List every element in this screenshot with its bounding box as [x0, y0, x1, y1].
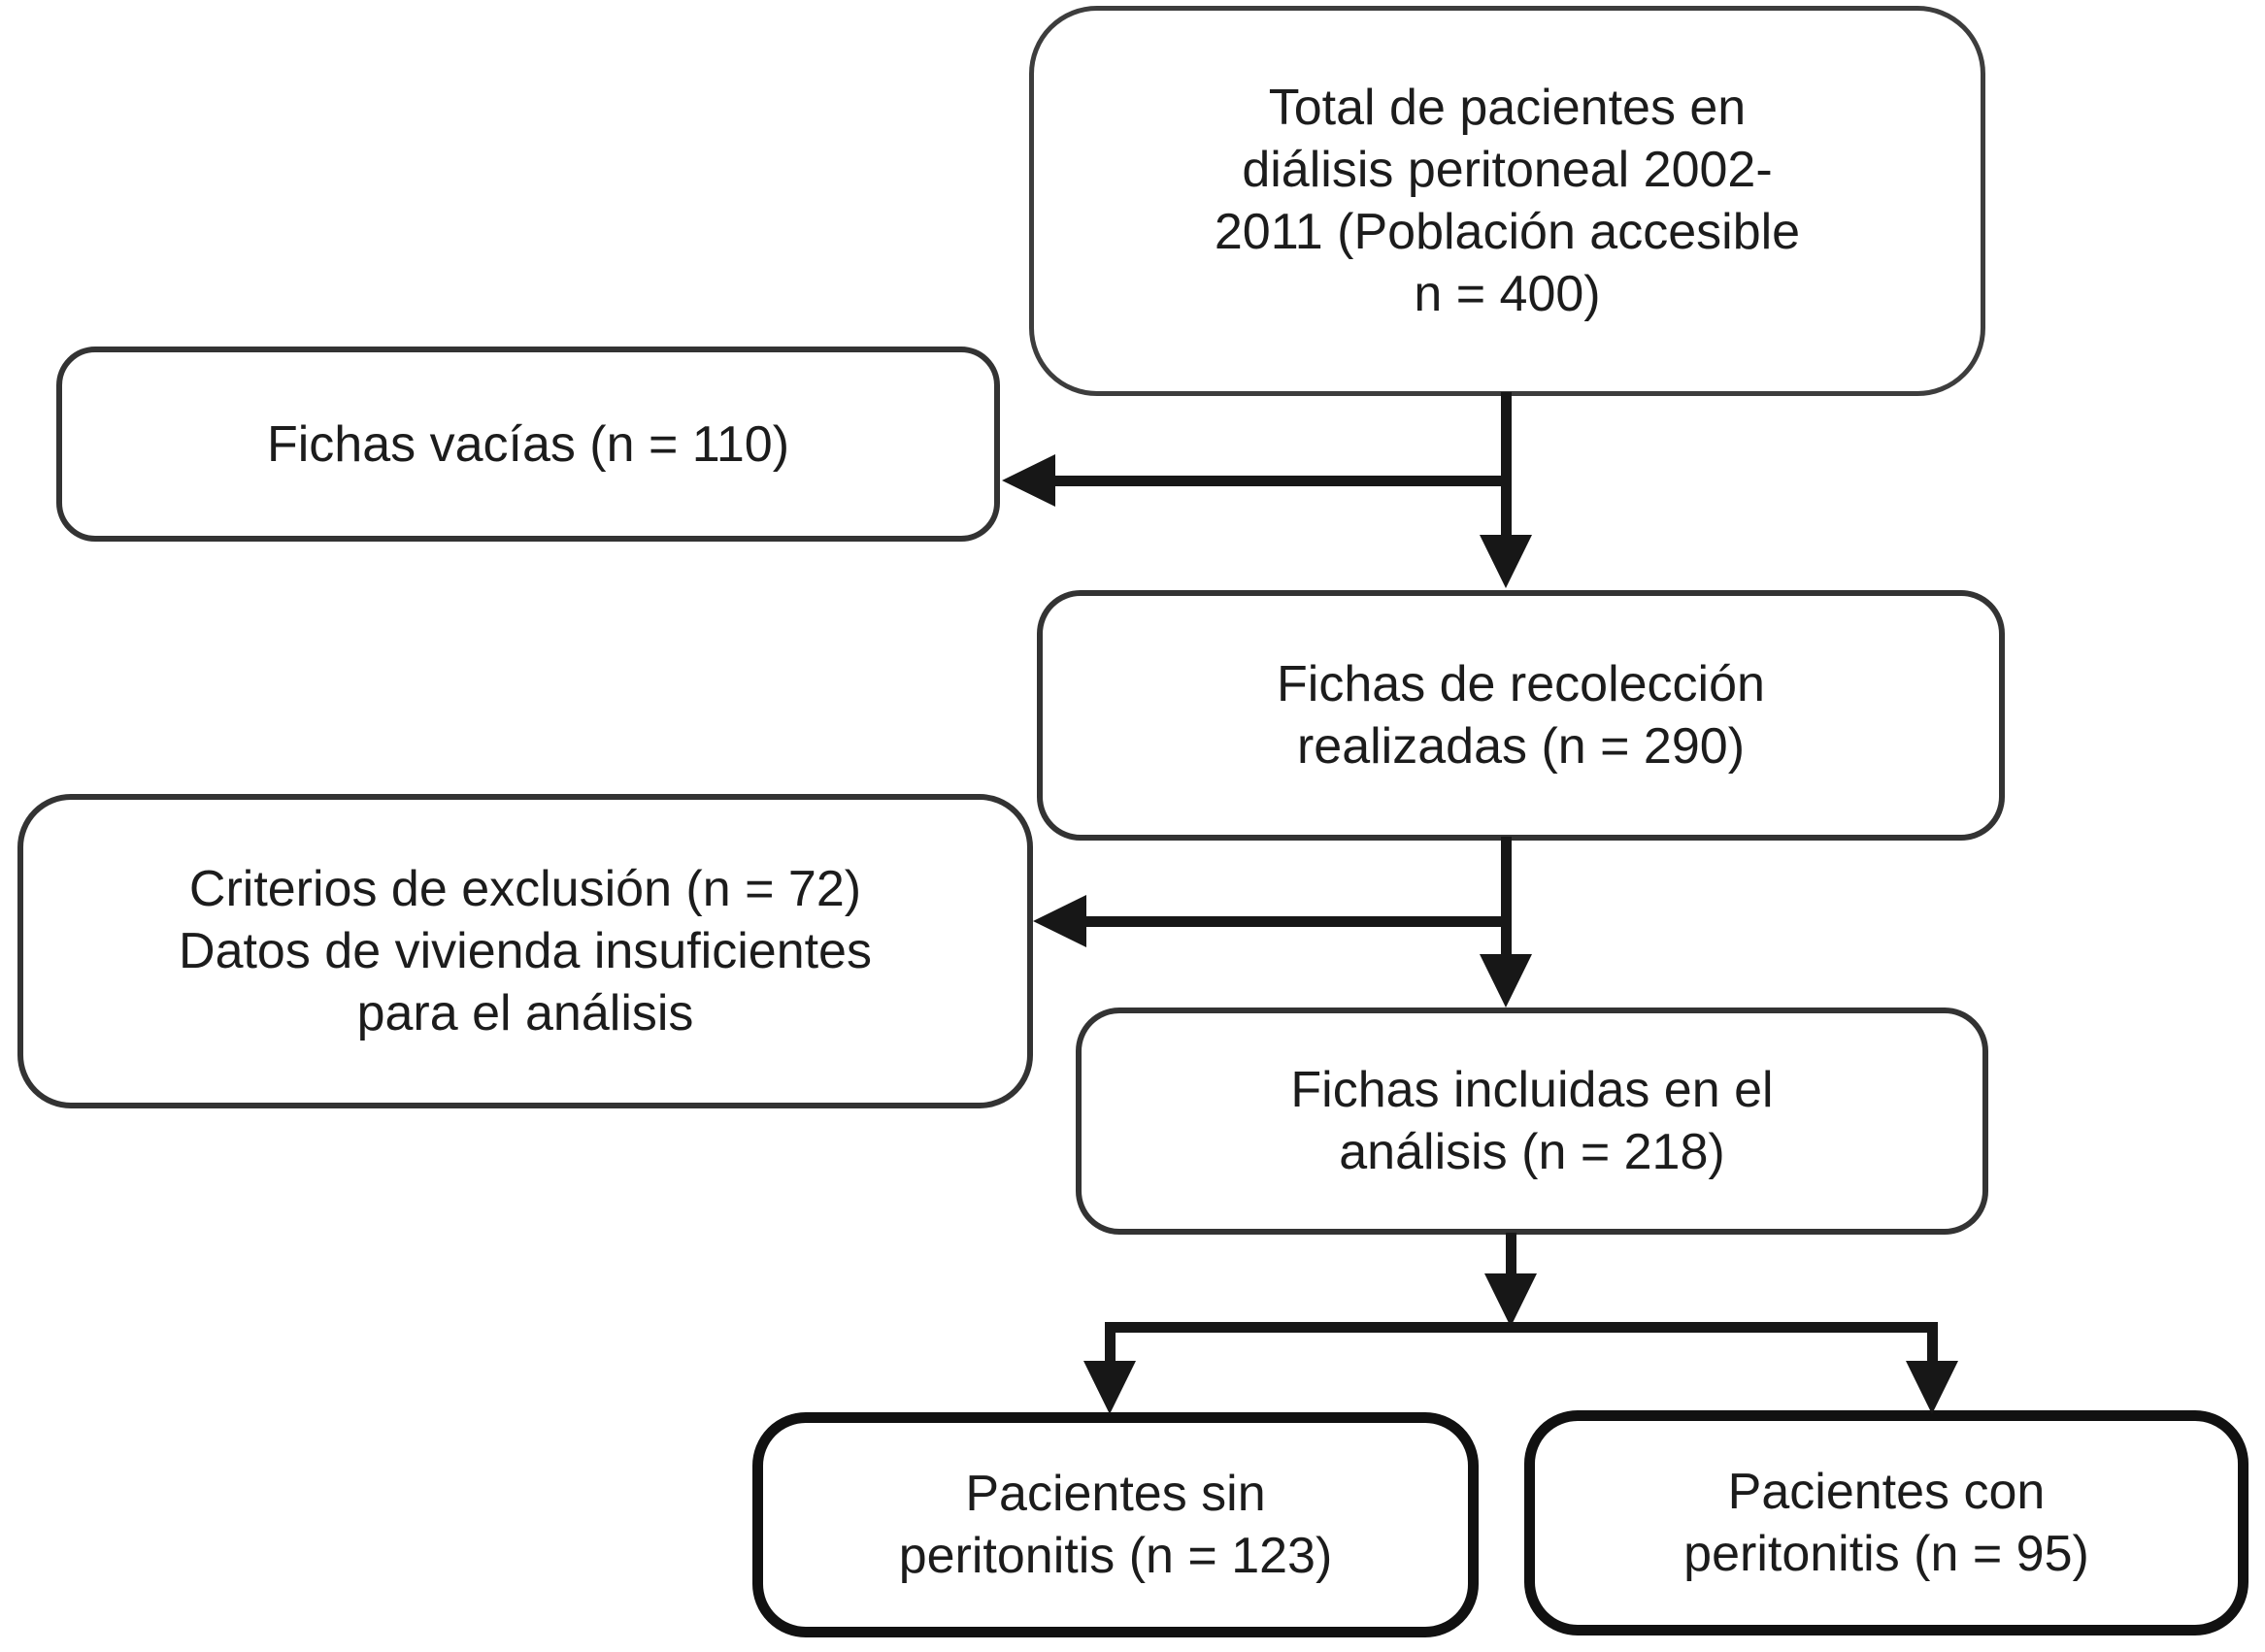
- flow-node-collection-forms: Fichas de recolección realizadas (n = 29…: [1037, 590, 2005, 841]
- arrow-incluidas-split-stem: [1506, 1233, 1516, 1277]
- flow-node-without-peritonitis: Pacientes sin peritonitis (n = 123): [752, 1412, 1479, 1637]
- node-text-line: para el análisis: [356, 985, 694, 1041]
- flow-node-empty-records: Fichas vacías (n = 110): [56, 347, 1000, 542]
- arrowhead-down-incluidas: [1480, 954, 1532, 1008]
- arrowhead-left-vacias: [1002, 454, 1055, 507]
- node-text-line: Fichas incluidas en el: [1290, 1062, 1774, 1118]
- arrow-split-to-con-shaft: [1927, 1322, 1938, 1365]
- node-text-line: Total de pacientes en: [1268, 80, 1747, 136]
- node-text-line: Datos de vivienda insuficientes: [179, 923, 872, 979]
- node-text-line: Fichas de recolección: [1277, 656, 1765, 712]
- arrowhead-down-recoleccion: [1480, 535, 1532, 588]
- node-text-line: Fichas vacías (n = 110): [266, 415, 790, 473]
- node-text-line: peritonitis (n = 123): [898, 1528, 1333, 1584]
- node-text-line: n = 400): [1414, 266, 1601, 322]
- node-text-line: 2011 (Población accesible: [1214, 204, 1801, 260]
- flow-node-with-peritonitis: Pacientes con peritonitis (n = 95): [1524, 1410, 2248, 1635]
- node-text-line: Pacientes con: [1727, 1464, 2046, 1520]
- arrow-branch-to-vacias-shaft: [1047, 476, 1512, 486]
- node-text-line: análisis (n = 218): [1339, 1124, 1725, 1180]
- arrowhead-down-split: [1484, 1273, 1537, 1327]
- node-text-line: Pacientes sin: [965, 1466, 1266, 1522]
- split-tbar: [1105, 1322, 1938, 1333]
- node-text-line: peritonitis (n = 95): [1683, 1526, 2089, 1582]
- arrow-total-to-recoleccion-shaft: [1501, 392, 1512, 538]
- arrow-recoleccion-to-incluidas-shaft: [1501, 837, 1512, 959]
- arrowhead-down-sin-peritonitis: [1083, 1361, 1136, 1414]
- node-text-line: diálisis peritoneal 2002-: [1242, 142, 1773, 198]
- arrow-branch-to-exclusion-shaft: [1080, 916, 1512, 927]
- node-text-line: realizadas (n = 290): [1296, 718, 1746, 775]
- arrowhead-down-con-peritonitis: [1906, 1361, 1958, 1414]
- flow-node-exclusion-criteria: Criterios de exclusión (n = 72) Datos de…: [17, 794, 1033, 1108]
- flow-node-total-patients: Total de pacientes en diálisis peritonea…: [1029, 6, 1985, 396]
- node-text-line: Criterios de exclusión (n = 72): [188, 861, 862, 917]
- arrowhead-left-exclusion: [1033, 895, 1086, 947]
- arrow-split-to-sin-shaft: [1105, 1322, 1116, 1365]
- flow-node-included-analysis: Fichas incluidas en el análisis (n = 218…: [1076, 1008, 1988, 1235]
